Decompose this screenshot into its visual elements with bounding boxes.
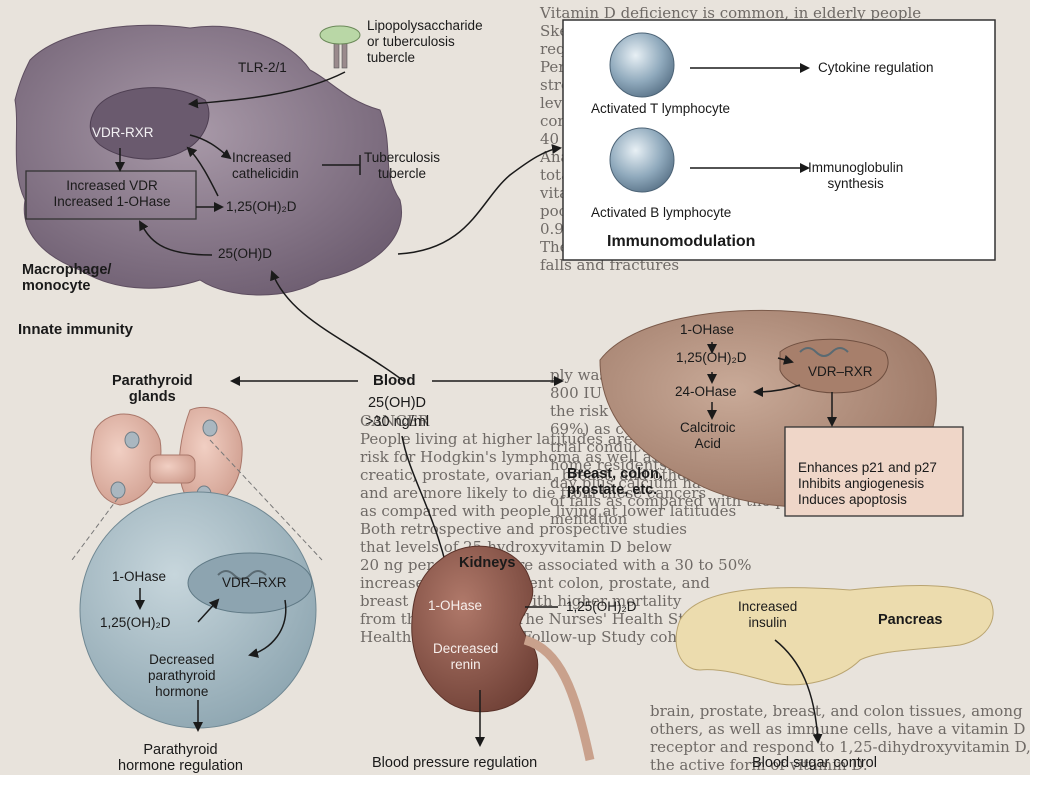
t-cell-label: Activated T lymphocyte xyxy=(591,101,730,117)
b-lymphocyte xyxy=(610,128,674,192)
macrophage-calcitriol: 1,25(OH)₂D xyxy=(226,199,297,215)
blood-level: 25(OH)D >30 ng/ml xyxy=(352,394,442,432)
breast-label: Breast, colon, prostate, etc. xyxy=(567,466,663,498)
immunomodulation-title: Immunomodulation xyxy=(607,234,755,250)
breast-calcitroic: Calcitroic Acid xyxy=(680,420,736,452)
pancreas-label: Pancreas xyxy=(878,612,943,628)
increased-vdr-label: Increased VDR Increased 1-OHase xyxy=(32,178,192,210)
tubercle-label: Tuberculosis tubercle xyxy=(364,150,440,182)
immunoglobulin-label: Immunoglobulin synthesis xyxy=(808,160,903,192)
breast-effects: Enhances p21 and p27 Inhibits angiogenes… xyxy=(798,460,937,508)
parathyroid-calcitriol: 1,25(OH)₂D xyxy=(100,615,171,631)
macrophage-calcidiol: 25(OH)D xyxy=(218,246,272,262)
kidney-title: Kidneys xyxy=(459,555,515,571)
increased-insulin: Increased insulin xyxy=(738,599,797,631)
parathyroid-regulation: Parathyroid hormone regulation xyxy=(118,742,243,774)
decreased-pth-label: Decreased parathyroid hormone xyxy=(148,652,216,700)
cytokine-label: Cytokine regulation xyxy=(818,60,934,76)
blood-sugar-label: Blood sugar control xyxy=(752,755,877,771)
parathyroid-1ohase: 1-OHase xyxy=(112,569,166,585)
scanned-page: Vitamin D deficiency is common, in elder… xyxy=(0,0,1030,775)
macrophage-cell-label: Macrophage/ monocyte xyxy=(22,262,111,294)
parathyroid-glands-label: Parathyroid glands xyxy=(112,373,193,405)
parathyroid-vdr-rxr: VDR–RXR xyxy=(222,575,287,591)
lps-label: Lipopolysaccharide or tuberculosis tuber… xyxy=(367,18,483,66)
breast-24ohase: 24-OHase xyxy=(675,384,737,400)
parathyroid-gland-illustration xyxy=(91,407,242,505)
cathelicidin-label: Increased cathelicidin xyxy=(232,150,299,182)
tlr-label: TLR-2/1 xyxy=(238,60,287,76)
breast-calcitriol: 1,25(OH)₂D xyxy=(676,350,747,366)
breast-vdr-rxr: VDR–RXR xyxy=(808,364,873,380)
b-cell-label: Activated B lymphocyte xyxy=(591,205,731,221)
kidney-1ohase: 1-OHase xyxy=(428,598,482,614)
pancreas-organ xyxy=(676,586,993,685)
blood-pressure-label: Blood pressure regulation xyxy=(372,755,537,771)
kidney-renin: Decreased renin xyxy=(433,641,498,673)
breast-1ohase: 1-OHase xyxy=(680,322,734,338)
lipopolysaccharide-particle xyxy=(320,26,360,44)
innate-immunity-label: Innate immunity xyxy=(18,322,133,338)
kidney-calcitriol: 1,25(OH)₂D xyxy=(566,599,637,615)
t-lymphocyte xyxy=(610,33,674,97)
blood-title: Blood xyxy=(373,373,416,389)
vdr-rxr-label: VDR-RXR xyxy=(92,125,154,141)
